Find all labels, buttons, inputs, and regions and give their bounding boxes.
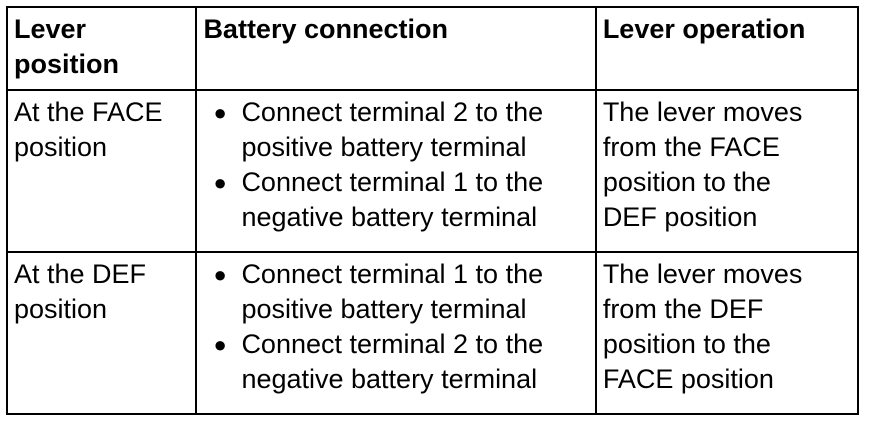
bullet-icon: ● <box>213 332 227 358</box>
bullet-icon: ● <box>213 170 227 196</box>
list-item: ●Connect terminal 1 to the positive batt… <box>213 259 544 325</box>
header-lever-position: Lever position <box>5 5 198 92</box>
list-item: ●Connect terminal 2 to the negative batt… <box>213 329 544 395</box>
cell-battery-connection: ●Connect terminal 2 to the positive batt… <box>195 89 597 254</box>
cell-lever-operation: The lever moves from the FACE position t… <box>594 89 860 254</box>
cell-battery-connection: ●Connect terminal 1 to the positive batt… <box>195 251 597 415</box>
list-item: ●Connect terminal 1 to the negative batt… <box>213 167 544 233</box>
list-item: ●Connect terminal 2 to the positive batt… <box>213 97 544 163</box>
cell-lever-position: At the FACE position <box>5 89 198 254</box>
cell-lever-operation: The lever moves from the DEF position to… <box>594 251 860 415</box>
table-row: At the FACE position ●Connect terminal 2… <box>5 89 860 254</box>
cell-lever-position: At the DEF position <box>5 251 198 415</box>
lever-battery-table: Lever position Battery connection Lever … <box>5 5 860 415</box>
header-lever-operation: Lever operation <box>594 5 860 92</box>
battery-connection-list: ●Connect terminal 2 to the positive batt… <box>203 95 594 235</box>
battery-connection-list: ●Connect terminal 1 to the positive batt… <box>203 257 594 397</box>
table-row: At the DEF position ●Connect terminal 1 … <box>5 251 860 415</box>
bullet-icon: ● <box>213 100 227 126</box>
bullet-icon: ● <box>213 262 227 288</box>
header-battery-connection: Battery connection <box>195 5 597 92</box>
table-header-row: Lever position Battery connection Lever … <box>5 5 860 92</box>
